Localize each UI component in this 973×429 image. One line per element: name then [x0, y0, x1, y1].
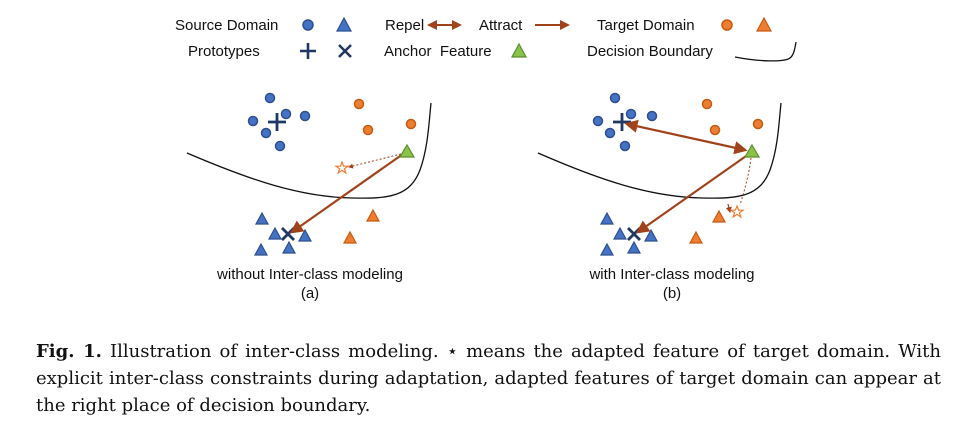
legend-prototype-cross-icon	[338, 44, 352, 58]
attract-arrow	[289, 153, 404, 234]
panel-b-label: with Inter-class modeling	[588, 266, 754, 283]
source-sample-circle	[592, 115, 604, 127]
target-circle-cluster	[701, 98, 764, 136]
panel-a: without Inter-class modeling (a)	[186, 92, 432, 302]
panel-a-label: without Inter-class modeling	[216, 266, 403, 283]
legend-anchor-feature-label: Anchor Feature	[384, 43, 492, 60]
legend-repel-label: Repel	[385, 17, 424, 34]
repel-arrow	[624, 119, 748, 155]
source-triangle-cluster	[253, 211, 313, 256]
source-prototype-cross-icon	[627, 227, 641, 241]
caption-text-before: Illustration of inter-class modeling.	[101, 341, 447, 362]
adapted-feature-star-icon	[729, 204, 745, 219]
source-sample-circle	[260, 127, 272, 139]
panel-b-sublabel: (b)	[663, 285, 681, 302]
panel-b: with Inter-class modeling (b)	[537, 92, 782, 302]
source-sample-triangle	[281, 240, 297, 254]
decision-boundary-curve	[186, 102, 432, 199]
adapted-feature-star-icon	[334, 160, 350, 175]
legend: Source Domain Repel Attract Target Domai…	[175, 16, 797, 62]
legend-target-circle-icon	[721, 19, 733, 31]
panel-a-sublabel: (a)	[301, 285, 319, 302]
source-sample-triangle	[297, 228, 313, 242]
source-sample-circle	[299, 110, 311, 122]
target-sample-circle	[701, 98, 713, 110]
target-circle-cluster	[353, 98, 417, 136]
target-sample-circle	[353, 98, 365, 110]
source-sample-circle	[280, 108, 292, 120]
target-sample-circle	[709, 124, 721, 136]
adapted-feature-dotted-arrow	[348, 153, 402, 169]
source-sample-circle	[609, 92, 621, 104]
source-sample-circle	[604, 127, 616, 139]
source-sample-circle	[646, 110, 658, 122]
caption-prefix: Fig. 1.	[36, 341, 102, 362]
source-sample-triangle	[267, 226, 283, 240]
source-sample-triangle	[626, 240, 642, 254]
figure-caption: Fig. 1. Illustration of inter-class mode…	[36, 338, 941, 419]
source-sample-circle	[264, 92, 276, 104]
anchor-feature-triangle-icon	[398, 143, 416, 158]
legend-target-triangle-icon	[755, 16, 773, 32]
legend-anchor-triangle-icon	[510, 42, 528, 58]
target-sample-circle	[752, 118, 764, 130]
source-prototype-cluster	[247, 92, 311, 152]
target-triangle-cluster	[688, 209, 727, 244]
target-sample-circle	[362, 124, 374, 136]
caption-star-icon: ⋆	[446, 341, 458, 362]
legend-source-domain-label: Source Domain	[175, 17, 278, 34]
target-sample-triangle	[342, 230, 358, 244]
adapted-feature-dotted-arrow	[739, 157, 752, 206]
source-sample-triangle	[612, 226, 628, 240]
legend-target-domain-label: Target Domain	[597, 17, 695, 34]
target-sample-circle	[405, 118, 417, 130]
target-sample-triangle	[711, 209, 727, 223]
source-triangle-cluster	[599, 211, 659, 256]
legend-prototypes-label: Prototypes	[188, 43, 260, 60]
legend-prototype-plus-icon	[300, 43, 316, 59]
legend-attract-label: Attract	[479, 17, 523, 34]
attract-arrow	[635, 153, 750, 234]
source-sample-triangle	[599, 211, 615, 225]
legend-boundary-curve-icon	[734, 41, 797, 62]
target-sample-triangle	[688, 230, 704, 244]
source-sample-circle	[619, 140, 631, 152]
source-sample-triangle	[253, 242, 269, 256]
legend-source-triangle-icon	[335, 16, 353, 32]
adapted-feature-small-arrow	[725, 203, 732, 214]
source-prototype-plus-icon	[268, 113, 286, 131]
legend-source-circle-icon	[302, 19, 314, 31]
target-triangle-cluster	[342, 208, 381, 244]
caption-text-after: means the adapted feature of target doma…	[36, 341, 941, 416]
legend-decision-boundary-label: Decision Boundary	[587, 43, 713, 60]
decision-boundary-curve	[537, 102, 782, 199]
source-sample-circle	[247, 115, 259, 127]
anchor-feature-triangle-icon	[743, 143, 761, 158]
source-sample-circle	[274, 140, 286, 152]
source-sample-triangle	[643, 228, 659, 242]
source-prototype-cross-icon	[281, 227, 295, 241]
figure-illustration: Source Domain Repel Attract Target Domai…	[175, 16, 797, 302]
source-sample-circle	[625, 108, 637, 120]
source-sample-triangle	[599, 242, 615, 256]
source-sample-triangle	[254, 211, 270, 225]
target-sample-triangle	[365, 208, 381, 222]
